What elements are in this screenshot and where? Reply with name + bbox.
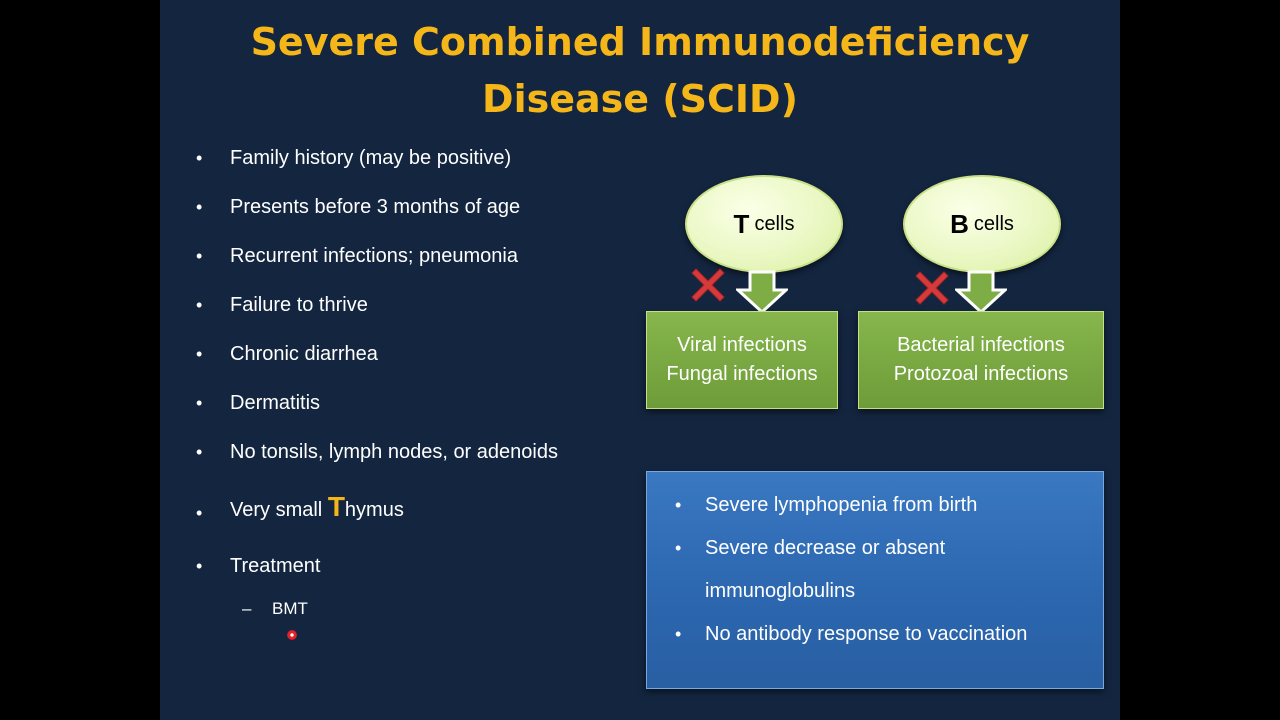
- lab-findings-box: • Severe lymphopenia from birth • Severe…: [646, 471, 1104, 689]
- red-x-icon: [915, 271, 949, 305]
- dash-icon: –: [242, 599, 252, 618]
- lab-item-text: immunoglobulins: [705, 580, 856, 602]
- list-item-text: Dermatitis: [230, 392, 321, 414]
- list-item-text: Recurrent infections; pneumonia: [230, 245, 518, 267]
- thymus-prefix: Very small: [230, 499, 328, 521]
- bullet-icon: •: [196, 295, 203, 315]
- laser-pointer-icon: [287, 630, 297, 640]
- t-cells-letter: T: [733, 208, 750, 239]
- infection-label: Bacterial infections: [897, 334, 1065, 356]
- b-cells-infections-box: Bacterial infections Protozoal infection…: [858, 311, 1104, 409]
- list-item-text: Failure to thrive: [230, 294, 368, 316]
- list-item-text: Family history (may be positive): [230, 147, 512, 169]
- bullet-icon: •: [675, 624, 682, 644]
- bullet-icon: •: [196, 556, 203, 576]
- slide-title: Severe Combined Immunodeficiency Disease…: [160, 14, 1120, 128]
- list-item-text: Treatment: [230, 555, 321, 577]
- lab-item-text: Severe lymphopenia from birth: [705, 494, 978, 516]
- bullet-icon: •: [675, 495, 682, 515]
- list-item-text: Chronic diarrhea: [230, 343, 378, 365]
- lab-item-continuation: immunoglobulins: [705, 578, 855, 604]
- lab-item-text: Severe decrease or absent: [705, 537, 946, 559]
- list-item-text: Very small Thymus: [230, 491, 404, 523]
- bullet-icon: •: [196, 503, 203, 523]
- bullet-icon: •: [196, 442, 203, 462]
- bullet-icon: •: [675, 538, 682, 558]
- infection-label: Viral infections: [677, 334, 807, 356]
- infection-label: Fungal infections: [666, 363, 818, 385]
- lab-item: • Severe decrease or absent: [675, 535, 946, 561]
- list-item-text: Presents before 3 months of age: [230, 196, 521, 218]
- list-item-text: No tonsils, lymph nodes, or adenoids: [230, 441, 558, 463]
- lab-item: • No antibody response to vaccination: [675, 621, 1028, 647]
- bullet-icon: •: [196, 246, 203, 266]
- down-arrow-icon: [736, 270, 788, 314]
- slide: Severe Combined Immunodeficiency Disease…: [160, 0, 1120, 720]
- lab-item: • Severe lymphopenia from birth: [675, 492, 978, 518]
- bullet-icon: •: [196, 344, 203, 364]
- thymus-rest: hymus: [344, 499, 404, 521]
- t-cells-infections-box: Viral infections Fungal infections: [646, 311, 838, 409]
- t-cells-word: cells: [754, 212, 795, 235]
- bullet-icon: •: [196, 148, 203, 168]
- infection-label: Protozoal infections: [893, 363, 1069, 385]
- b-cells-word: cells: [973, 212, 1014, 235]
- red-x-icon: [691, 268, 725, 302]
- title-line-2: Disease (SCID): [482, 77, 798, 121]
- bullet-icon: •: [196, 393, 203, 413]
- bullet-icon: •: [196, 197, 203, 217]
- lab-item-text: No antibody response to vaccination: [705, 623, 1028, 645]
- down-arrow-icon: [955, 270, 1007, 314]
- thymus-highlight-letter: T: [327, 491, 345, 522]
- sub-list-item-text: BMT: [272, 599, 308, 618]
- title-line-1: Severe Combined Immunodeficiency: [250, 20, 1030, 64]
- b-cells-letter: B: [950, 208, 969, 239]
